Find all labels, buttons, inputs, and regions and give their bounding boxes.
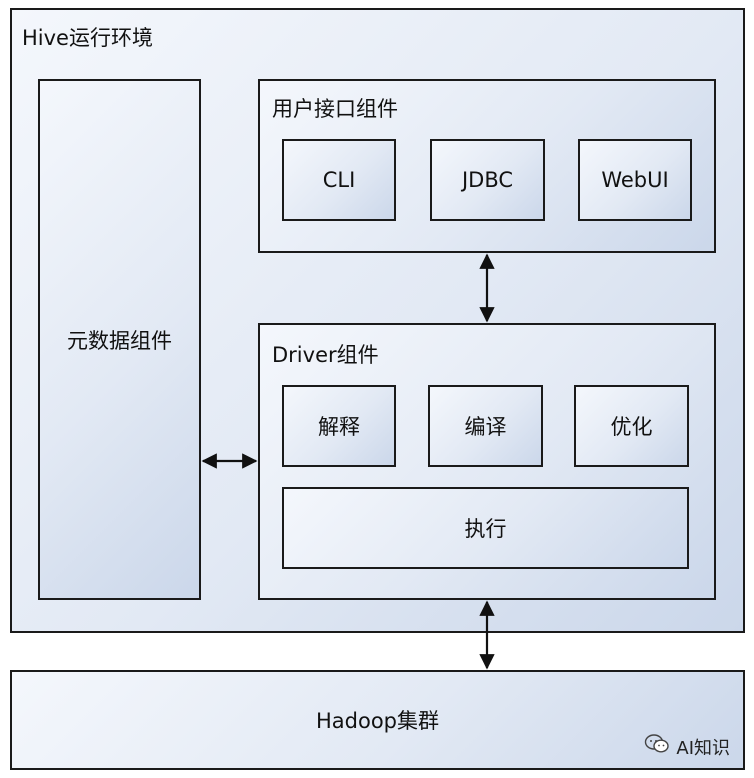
webui-box: WebUI xyxy=(578,139,692,221)
execute-label: 执行 xyxy=(464,517,507,541)
compile-label: 编译 xyxy=(464,415,507,439)
cli-label: CLI xyxy=(322,168,356,192)
jdbc-box: JDBC xyxy=(430,139,545,221)
interpret-label: 解释 xyxy=(318,415,360,439)
metadata-component: 元数据组件 xyxy=(38,79,201,600)
wechat-icon xyxy=(644,733,670,760)
hadoop-cluster-label: Hadoop集群 xyxy=(315,709,440,733)
jdbc-label: JDBC xyxy=(461,168,514,192)
hive-runtime-env-title: Hive运行环境 xyxy=(22,26,153,50)
watermark-text: AI知识 xyxy=(676,737,730,759)
watermark: AI知识 xyxy=(644,733,730,760)
execute-box: 执行 xyxy=(282,487,689,569)
optimize-box: 优化 xyxy=(574,385,689,467)
webui-label: WebUI xyxy=(601,168,669,192)
driver-group-title: Driver组件 xyxy=(272,343,379,367)
metadata-component-label: 元数据组件 xyxy=(67,328,172,353)
optimize-label: 优化 xyxy=(610,415,653,439)
interpret-box: 解释 xyxy=(282,385,396,467)
user-interface-group-title: 用户接口组件 xyxy=(272,97,398,121)
hadoop-cluster: Hadoop集群 xyxy=(10,670,745,770)
cli-box: CLI xyxy=(282,139,396,221)
compile-box: 编译 xyxy=(428,385,543,467)
